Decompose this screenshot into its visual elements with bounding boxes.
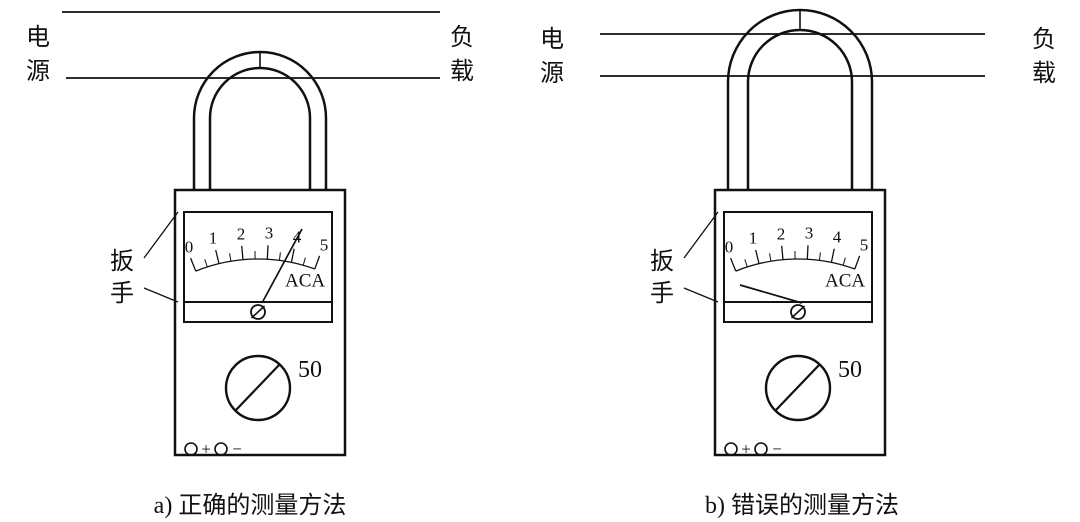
trigger-label-char-2: 手: [650, 280, 674, 307]
meter-needle: [261, 228, 303, 304]
clamp-jaw-inner: [208, 66, 312, 190]
clamp-jaw-outer: [726, 8, 874, 190]
load-label-char-1: 负: [450, 24, 474, 51]
source-label-char-2: 源: [540, 60, 564, 87]
meter-instance-b: [713, 188, 887, 460]
trigger-leader-line-top: [143, 211, 179, 259]
load-label-char-1: 负: [1032, 26, 1056, 53]
panel-a-caption: a) 正确的测量方法: [154, 492, 347, 519]
panel-a-correct-method: 电 源 负 载 扳 手 a) 正确的测量方法: [26, 11, 474, 519]
load-label-char-2: 载: [450, 58, 474, 85]
clamp-jaw-outer: [192, 50, 328, 190]
source-label-char-1: 电: [26, 24, 50, 51]
source-label-char-1: 电: [540, 26, 564, 53]
clamp-jaw-inner: [746, 28, 854, 190]
trigger-leader-line-top: [683, 211, 719, 259]
panel-b-caption: b) 错误的测量方法: [705, 492, 899, 519]
trigger-label-char-1: 扳: [110, 248, 134, 275]
trigger-label-char-2: 手: [110, 280, 134, 307]
panel-b-incorrect-method: 电 源 负 载 扳 手 b) 错误的测量方法: [540, 8, 1056, 519]
load-label-char-2: 载: [1032, 60, 1056, 87]
source-label-char-2: 源: [26, 58, 50, 85]
trigger-label-char-1: 扳: [650, 248, 674, 275]
trigger-leader-line-bottom: [683, 287, 719, 303]
trigger-leader-line-bottom: [143, 287, 179, 303]
meter-needle: [739, 284, 803, 304]
meter-instance-a: [173, 188, 347, 460]
